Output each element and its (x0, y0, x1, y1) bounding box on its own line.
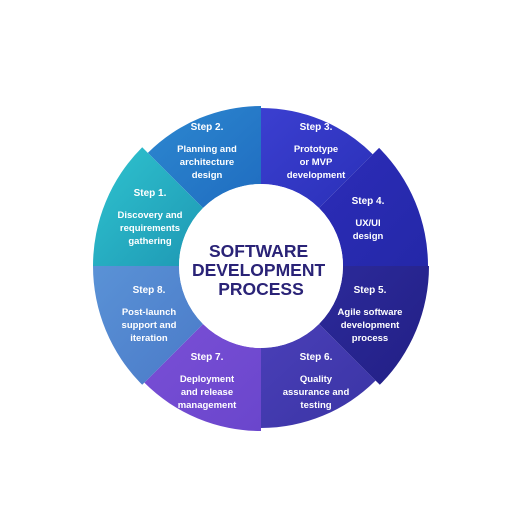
step-8-desc-line-3: iteration (130, 333, 168, 344)
center-title-line-2: DEVELOPMENT (192, 260, 326, 280)
step-5-title: Step 5. (354, 285, 387, 296)
step-6-label: Step 6. Quality assurance and testing (283, 352, 350, 411)
step-3-label: Step 3. Prototype or MVP development (287, 122, 346, 181)
step-2-desc-line-2: architecture (180, 157, 234, 168)
step-7-desc-line-2: and release (181, 387, 233, 398)
step-3-desc-line-3: development (287, 170, 346, 181)
step-7-desc-line-1: Deployment (180, 374, 235, 385)
step-1-title: Step 1. (134, 188, 167, 199)
step-5-desc-line-3: process (352, 333, 388, 344)
step-7-title: Step 7. (191, 352, 224, 363)
step-8-title: Step 8. (133, 285, 166, 296)
step-7-desc-line-3: management (178, 400, 237, 411)
center-title-line-1: SOFTWARE (209, 241, 308, 261)
segment-step-2 (147, 106, 261, 209)
step-6-desc-line-1: Quality (300, 374, 333, 385)
segment-step-4 (318, 147, 428, 266)
step-1-desc-line-2: requirements (120, 223, 180, 234)
step-8-desc-line-1: Post-launch (122, 307, 177, 318)
step-6-desc-line-3: testing (300, 400, 331, 411)
center-title: SOFTWARE DEVELOPMENT PROCESS (192, 241, 330, 299)
segment-step-8 (93, 266, 204, 385)
step-1-label: Step 1. Discovery and requirements gatherin… (118, 188, 183, 247)
segment-step-7 (144, 323, 261, 431)
step-2-label: Step 2. Planning and architecture design (177, 122, 237, 181)
step-1-desc-line-1: Discovery and (118, 210, 183, 221)
step-4-label: Step 4. UX/UI design (352, 196, 385, 242)
segment-step-5 (318, 266, 429, 385)
step-3-desc-line-1: Prototype (294, 144, 338, 155)
step-4-desc-line-2: design (353, 231, 384, 242)
step-7-label: Step 7. Deployment and release management (178, 352, 237, 411)
step-4-title: Step 4. (352, 196, 385, 207)
step-5-desc-line-1: Agile software (338, 307, 403, 318)
center-title-line-3: PROCESS (218, 279, 304, 299)
segment-step-6 (261, 323, 376, 428)
step-5-desc-line-2: development (341, 320, 400, 331)
step-2-title: Step 2. (191, 122, 224, 133)
segments-group (93, 106, 429, 431)
step-8-desc-line-2: support and (122, 320, 177, 331)
step-2-desc-line-1: Planning and (177, 144, 237, 155)
center-circle (179, 184, 343, 348)
segment-step-3 (261, 108, 373, 209)
step-3-title: Step 3. (300, 122, 333, 133)
segment-step-1 (93, 147, 204, 266)
step-6-title: Step 6. (300, 352, 333, 363)
step-8-label: Step 8. Post-launch support and iteration (122, 285, 177, 344)
step-5-label: Step 5. Agile software development process (338, 285, 403, 344)
step-4-desc-line-1: UX/UI (355, 218, 380, 229)
step-6-desc-line-2: assurance and (283, 387, 350, 398)
step-1-desc-line-3: gathering (128, 236, 171, 247)
step-3-desc-line-2: or MVP (300, 157, 333, 168)
step-2-desc-line-3: design (192, 170, 223, 181)
